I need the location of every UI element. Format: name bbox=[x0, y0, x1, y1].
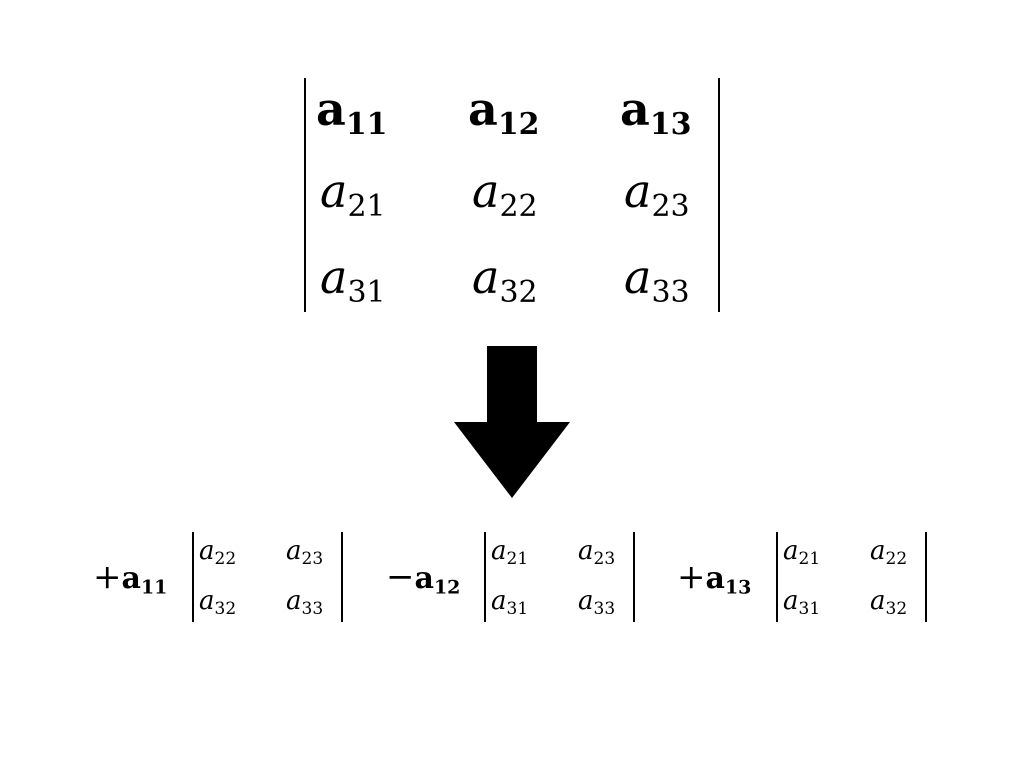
term-coefficient: −a12 bbox=[386, 557, 461, 599]
matrix-entry: a11 bbox=[316, 82, 388, 142]
term-coefficient: +a11 bbox=[93, 557, 168, 599]
matrix-entry: a33 bbox=[624, 250, 690, 310]
minor-entry: a33 bbox=[578, 586, 616, 620]
minor-entry: a32 bbox=[199, 586, 237, 620]
matrix-entry: a13 bbox=[620, 82, 692, 142]
expansion-term: +a13 a21 a22 a31 a32 bbox=[0, 520, 1024, 640]
term-coefficient: +a13 bbox=[677, 557, 752, 599]
main-determinant: a11 a12 a13 a21 a22 a23 a31 a32 a33 bbox=[0, 0, 1024, 330]
minor-right-bar bbox=[341, 532, 343, 622]
expansion-term: −a12 a21 a23 a31 a33 bbox=[0, 520, 1024, 640]
minor-entry: a23 bbox=[286, 536, 324, 570]
minor-entry: a21 bbox=[783, 536, 821, 570]
matrix-entry: a21 bbox=[320, 164, 386, 224]
minor-entry: a31 bbox=[491, 586, 529, 620]
matrix-entry: a12 bbox=[468, 82, 540, 142]
matrix-entry: a23 bbox=[624, 164, 690, 224]
minor-left-bar bbox=[776, 532, 778, 622]
minor-left-bar bbox=[192, 532, 194, 622]
matrix-entry: a22 bbox=[472, 164, 538, 224]
minor-entry: a33 bbox=[286, 586, 324, 620]
minor-left-bar bbox=[484, 532, 486, 622]
minor-right-bar bbox=[633, 532, 635, 622]
left-determinant-bar bbox=[304, 78, 306, 312]
minor-entry: a23 bbox=[578, 536, 616, 570]
matrix-entry: a32 bbox=[472, 250, 538, 310]
minor-entry: a22 bbox=[870, 536, 908, 570]
cofactor-expansion: +a11 a22 a23 a32 a33 −a12 a21 a23 a31 a3… bbox=[0, 520, 1024, 640]
right-determinant-bar bbox=[718, 78, 720, 312]
minor-entry: a22 bbox=[199, 536, 237, 570]
minor-entry: a21 bbox=[491, 536, 529, 570]
minor-right-bar bbox=[925, 532, 927, 622]
matrix-entry: a31 bbox=[320, 250, 386, 310]
expansion-term: +a11 a22 a23 a32 a33 bbox=[0, 520, 1024, 640]
arrow-shape bbox=[454, 346, 570, 498]
minor-entry: a32 bbox=[870, 586, 908, 620]
down-arrow-icon bbox=[454, 346, 570, 498]
minor-entry: a31 bbox=[783, 586, 821, 620]
